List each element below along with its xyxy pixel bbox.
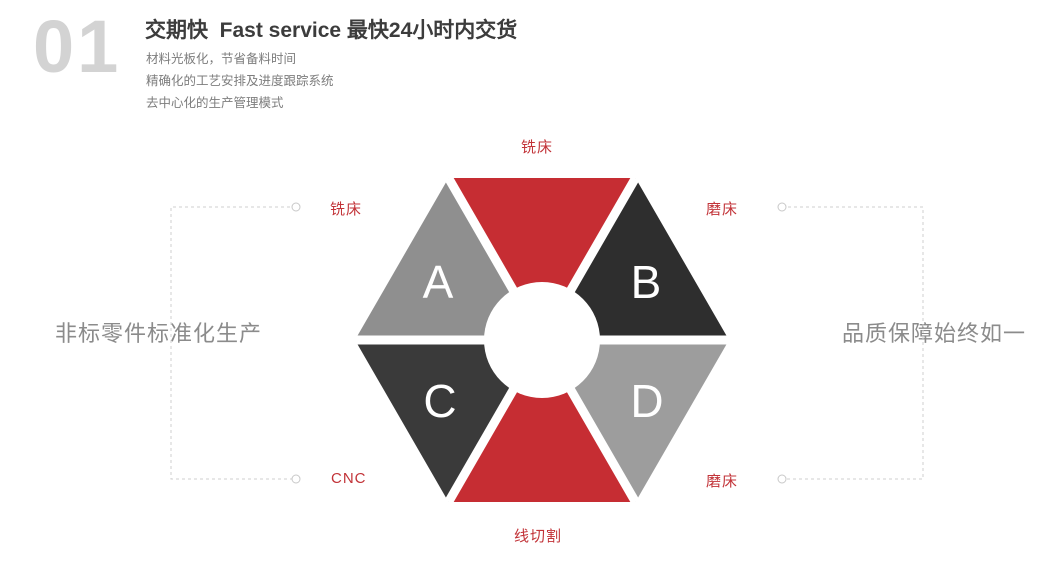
hexagon-segment-bottom [448, 340, 636, 502]
label-bottom-wirecut: 线切割 [514, 528, 563, 545]
hexagon-segment-c [355, 340, 542, 502]
section-number: 01 [33, 5, 122, 88]
label-bottom-left-cnc: CNC [331, 470, 367, 487]
left-bracket-node-top [291, 202, 301, 212]
label-top-milling: 铣床 [521, 139, 554, 156]
label-right-grinding: 磨床 [706, 201, 739, 218]
hexagon-segment-a [355, 178, 542, 340]
segment-letter-c: C [423, 375, 456, 427]
section-bullets: 材料光板化，节省备料时间 精确化的工艺安排及进度跟踪系统 去中心化的生产管理模式 [146, 48, 334, 114]
bullet-line-2: 精确化的工艺安排及进度跟踪系统 [146, 74, 334, 88]
bullet-line-3: 去中心化的生产管理模式 [146, 96, 284, 110]
left-bracket-node-bottom [291, 474, 301, 484]
segment-letter-b: B [631, 256, 662, 308]
segment-letter-d: D [630, 375, 663, 427]
right-caption: 品质保障始终如一 [842, 321, 1027, 346]
right-bracket-node-top [777, 202, 787, 212]
right-bracket-node-bottom [777, 474, 787, 484]
section-title: 交期快 Fast service 最快24小时内交货 [145, 19, 518, 42]
segment-letter-a: A [423, 256, 454, 308]
hexagon-segments [355, 178, 729, 502]
center-circle [484, 282, 600, 398]
hexagon-segment-top [448, 178, 636, 340]
hexagon-segment-b [542, 178, 729, 340]
left-bracket-line [170, 206, 296, 480]
right-bracket-line [782, 206, 924, 480]
hexagon-segment-d [542, 340, 729, 502]
label-bottom-right-grinding: 磨床 [706, 473, 739, 490]
label-left-milling: 铣床 [330, 201, 363, 218]
left-caption: 非标零件标准化生产 [55, 321, 263, 346]
bullet-line-1: 材料光板化，节省备料时间 [146, 52, 297, 66]
